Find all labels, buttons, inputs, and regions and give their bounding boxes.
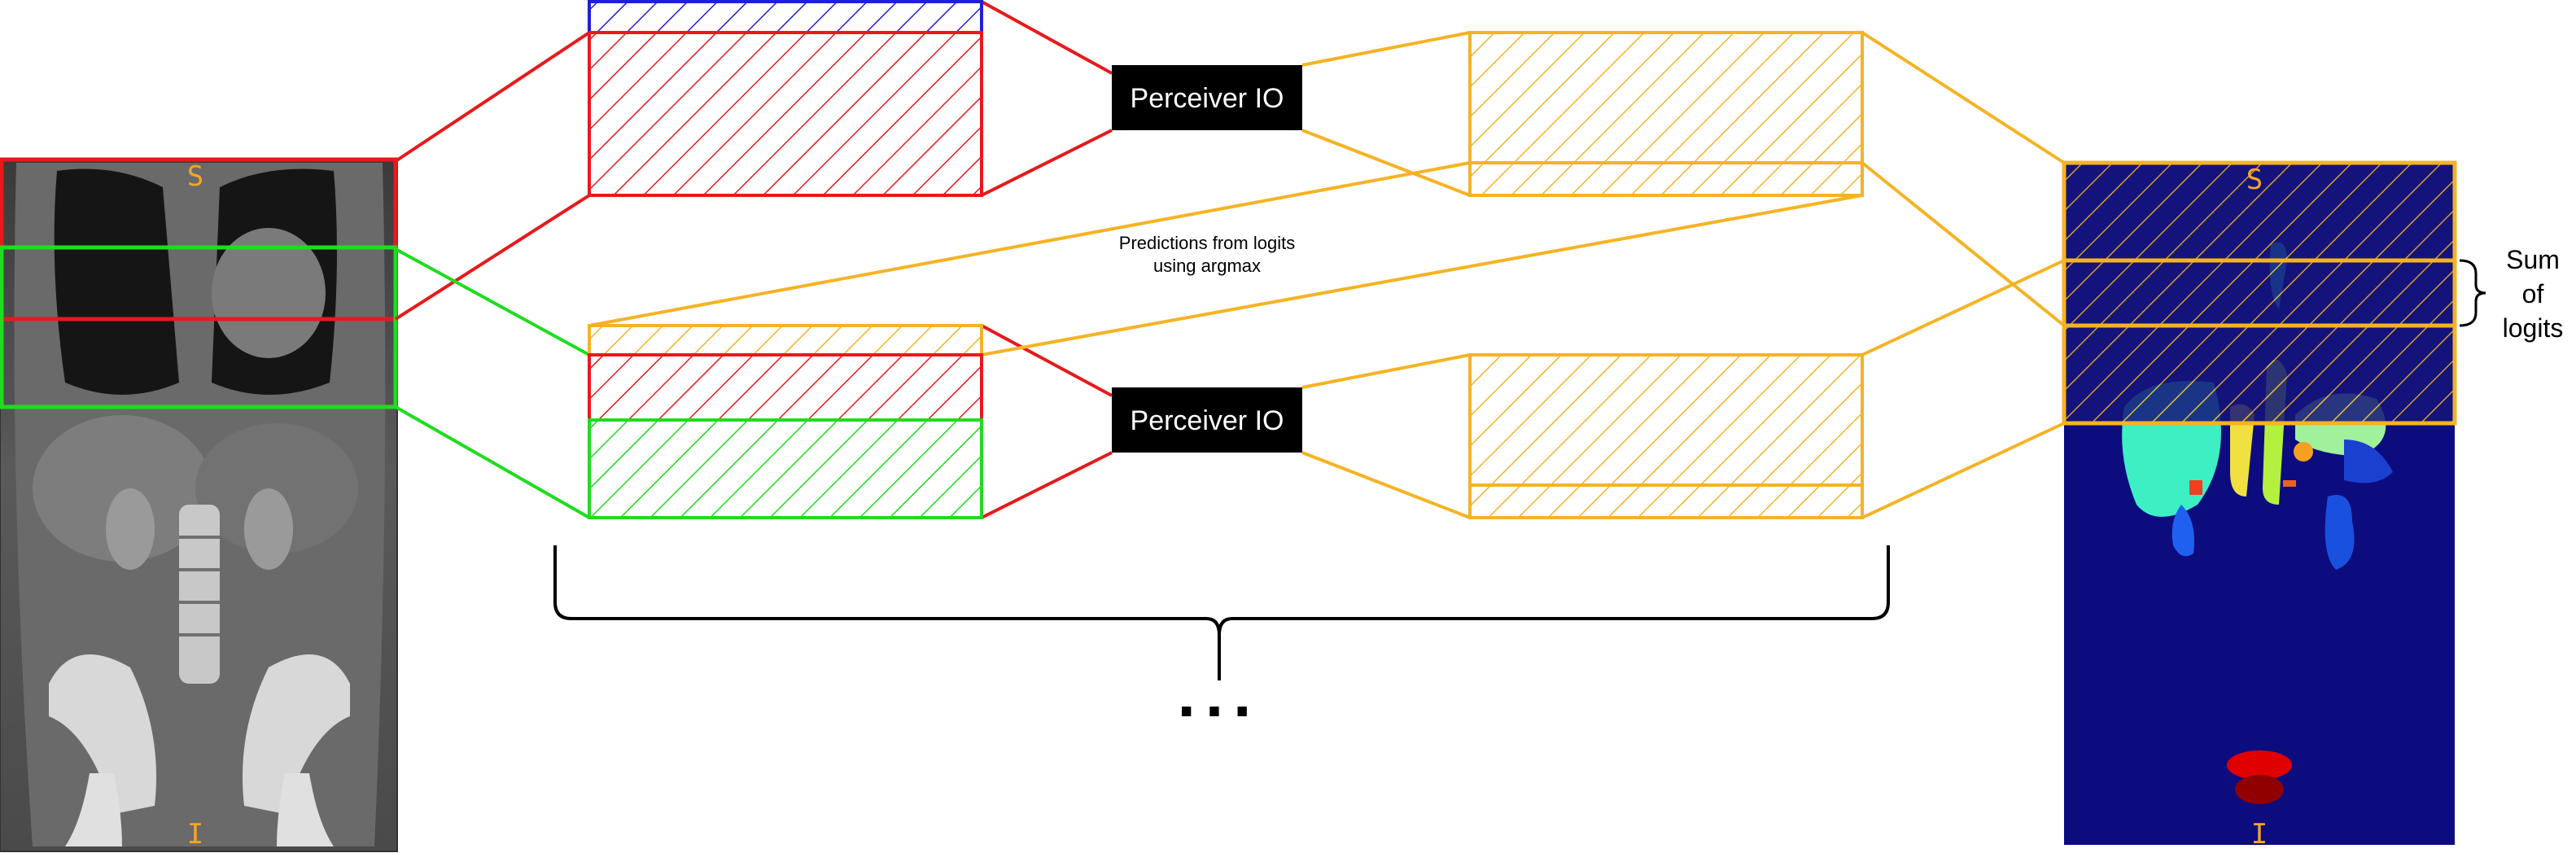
output2-logits-block bbox=[1468, 353, 1864, 519]
input2-image-block bbox=[588, 418, 983, 519]
connector-input1-to-model-b bbox=[981, 129, 1113, 197]
connector-output1-to-seg-b bbox=[1861, 161, 2066, 327]
perceiver-io-bottom-label: Perceiver IO bbox=[1131, 405, 1284, 436]
connector-red-top bbox=[394, 31, 591, 163]
input1-positional-block bbox=[588, 0, 983, 34]
sum-brace bbox=[2459, 259, 2486, 327]
feedback-bottom bbox=[981, 194, 1863, 357]
connector-input1-to-model bbox=[981, 0, 1113, 75]
output-stack-2 bbox=[1468, 353, 1864, 519]
ct-scan-image bbox=[0, 159, 398, 852]
input-stack-1 bbox=[588, 0, 983, 197]
input1-image-block bbox=[588, 31, 983, 197]
input2-overlap-block bbox=[588, 353, 983, 422]
sum-label-line3: logits bbox=[2503, 313, 2564, 343]
connector-green-top bbox=[395, 247, 590, 357]
summed-region-overlay bbox=[2064, 163, 2455, 423]
connector-red-bottom bbox=[394, 194, 591, 321]
connector-output2-to-seg bbox=[1861, 259, 2065, 357]
argmax-note-line2: using argmax bbox=[1153, 256, 1261, 276]
ct-crop-green bbox=[0, 245, 398, 409]
segmentation-overlap-region bbox=[2062, 258, 2457, 328]
connector-model1-to-output bbox=[1301, 31, 1471, 67]
ct-crop-red bbox=[0, 157, 398, 322]
ct-bottom-letter: I bbox=[187, 818, 203, 851]
input2-prediction-block bbox=[588, 324, 983, 357]
connector-model2-to-output-b bbox=[1301, 451, 1471, 519]
seg-top-letter: S bbox=[2246, 164, 2263, 196]
perceiver-io-top-label: Perceiver IO bbox=[1131, 83, 1284, 114]
seg-bottom-letter: I bbox=[2251, 818, 2268, 851]
sum-label-line1: Sum bbox=[2506, 245, 2560, 274]
connector-model1-to-output-b bbox=[1301, 129, 1471, 197]
ellipsis: ... bbox=[1178, 658, 1262, 730]
argmax-note-line1: Predictions from logits bbox=[1119, 233, 1295, 253]
perceiver-io-top bbox=[1112, 65, 1302, 130]
feedback-top bbox=[588, 161, 1471, 327]
connector-output2-to-seg-b bbox=[1861, 422, 2065, 519]
output1-logits-block bbox=[1468, 31, 1864, 197]
sum-label-line2: of bbox=[2522, 279, 2544, 308]
bottom-brace bbox=[553, 545, 1890, 680]
connector-output1-to-seg bbox=[1861, 31, 2066, 164]
output-stack-1 bbox=[1468, 31, 1864, 197]
connector-green-bottom bbox=[395, 405, 590, 519]
connector-input2-to-model-b bbox=[981, 451, 1113, 519]
input-stack-2 bbox=[588, 324, 983, 519]
ct-top-letter: S bbox=[187, 160, 203, 193]
connector-input2-to-model bbox=[981, 324, 1113, 397]
connector-model2-to-output bbox=[1301, 353, 1471, 389]
perceiver-io-bottom bbox=[1112, 387, 1302, 453]
